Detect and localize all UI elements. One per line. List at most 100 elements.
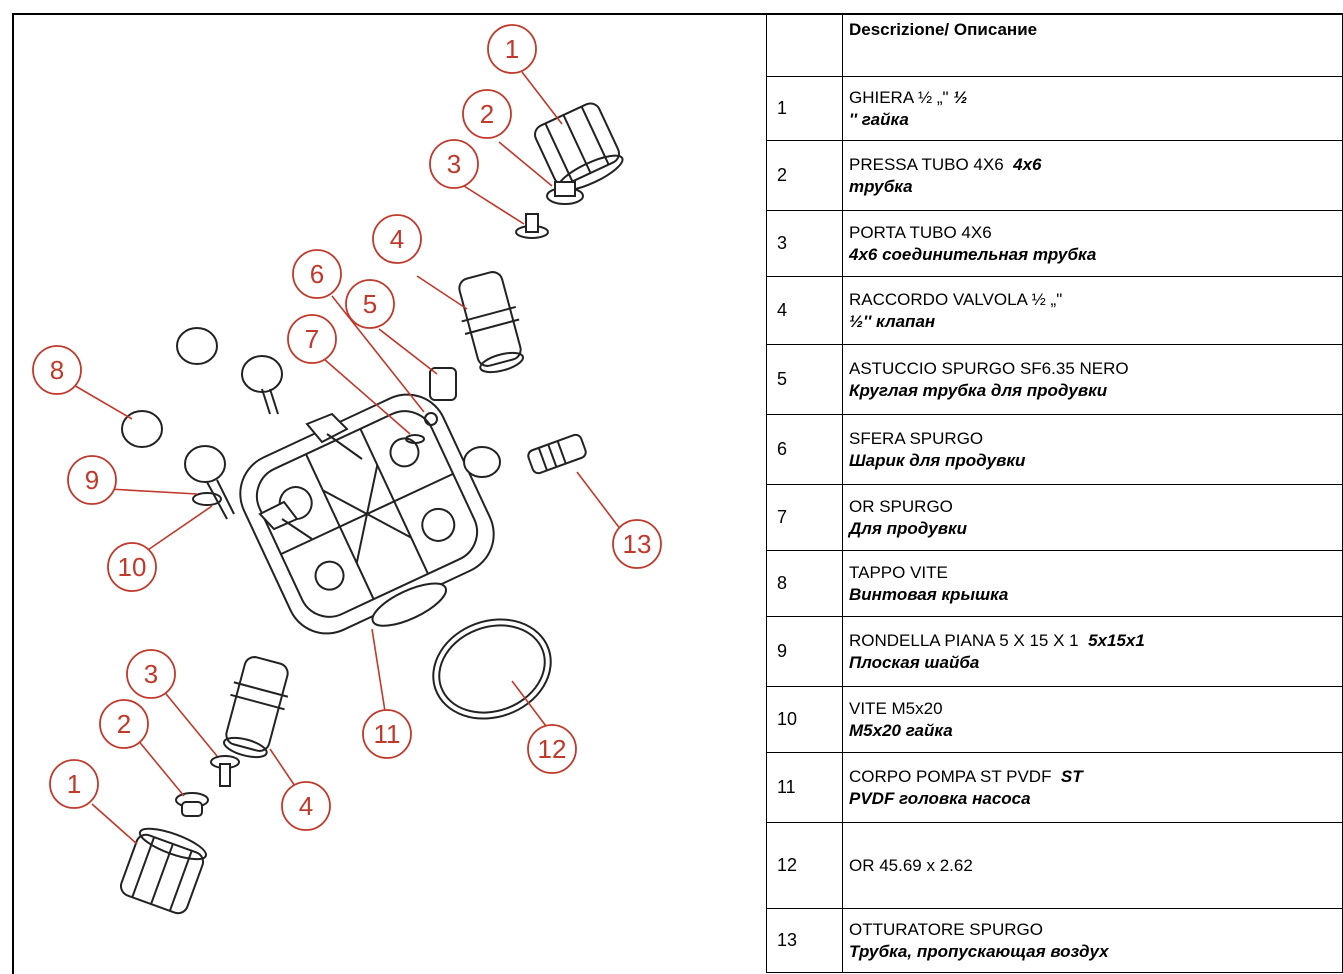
callout-5 <box>345 279 395 329</box>
table-header: Descrizione/ Описание <box>842 14 1343 77</box>
callout-13 <box>612 519 662 569</box>
description-it: GHIERA ½ „" <box>849 87 949 107</box>
callout-label: 4 <box>299 791 313 821</box>
row-description: SFERA SPURGO Шарик для продувки <box>842 414 1343 485</box>
row-description: RONDELLA PIANA 5 X 15 X 1 5x15x1 Плоская… <box>842 616 1343 687</box>
description-ru: Винтовая крышка <box>849 584 1009 604</box>
callout-8 <box>32 345 82 395</box>
row-number: 4 <box>766 276 843 345</box>
callout-2-top <box>462 89 512 139</box>
row-description: ASTUCCIO SPURGO SF6.35 NERO Круглая труб… <box>842 344 1343 415</box>
callout-label: 2 <box>480 99 494 129</box>
callout-2-bottom <box>99 699 149 749</box>
row-number: 7 <box>766 484 843 551</box>
callout-label: 4 <box>390 224 404 254</box>
description-ru: Круглая трубка для продувки <box>849 380 1108 400</box>
description-it: OR 45.69 x 2.62 <box>849 855 973 875</box>
row-description: PRESSA TUBO 4X6 4x6 трубка <box>842 140 1343 211</box>
header-num-cell <box>766 14 843 77</box>
row-number: 2 <box>766 140 843 211</box>
callout-4-top <box>372 214 422 264</box>
description-it: VITE M5x20 <box>849 698 943 718</box>
row-description: PORTA TUBO 4X6 4x6 соединительная трубка <box>842 210 1343 277</box>
description-ru: ½'' клапан <box>849 311 936 331</box>
description-ru: Шарик для продувки <box>849 450 1026 470</box>
callout-label: 1 <box>67 769 81 799</box>
table-row: 12 OR 45.69 x 2.62 <box>766 822 1343 909</box>
table-row: 13 OTTURATORE SPURGO Трубка, пропускающа… <box>766 908 1343 973</box>
row-number: 1 <box>766 76 843 141</box>
callout-label: 1 <box>505 34 519 64</box>
row-description: GHIERA ½ „" ½ '' гайка <box>842 76 1343 141</box>
callout-7 <box>287 314 337 364</box>
callout-6 <box>292 249 342 299</box>
description-it: ASTUCCIO SPURGO SF6.35 NERO <box>849 358 1129 378</box>
callout-label: 9 <box>85 465 99 495</box>
table-row: 9 RONDELLA PIANA 5 X 15 X 1 5x15x1 Плоск… <box>766 616 1343 687</box>
callout-label: 2 <box>117 709 131 739</box>
description-ru-inline: 4x6 <box>1013 154 1042 174</box>
table-row: 6 SFERA SPURGO Шарик для продувки <box>766 414 1343 485</box>
frame-left-line-bottom <box>12 955 14 974</box>
table-header-row: Descrizione/ Описание <box>766 14 1343 77</box>
table-row: 3 PORTA TUBO 4X6 4x6 соединительная труб… <box>766 210 1343 277</box>
row-number: 12 <box>766 822 843 909</box>
callout-1-bottom <box>49 759 99 809</box>
description-ru: PVDF головка насоса <box>849 788 1031 808</box>
callout-12 <box>527 724 577 774</box>
description-ru: M5x20 гайка <box>849 720 953 740</box>
row-number: 3 <box>766 210 843 277</box>
callout-label: 7 <box>305 324 319 354</box>
table-row: 5 ASTUCCIO SPURGO SF6.35 NERO Круглая тр… <box>766 344 1343 415</box>
row-description: TAPPO VITE Винтовая крышка <box>842 550 1343 617</box>
table-row: 7 OR SPURGO Для продувки <box>766 484 1343 551</box>
table-row: 11 CORPO POMPA ST PVDF ST PVDF головка н… <box>766 752 1343 823</box>
callout-label: 11 <box>374 719 401 749</box>
row-description: VITE M5x20 M5x20 гайка <box>842 686 1343 753</box>
table-row: 8 TAPPO VITE Винтовая крышка <box>766 550 1343 617</box>
row-description: RACCORDO VALVOLA ½ „" ½'' клапан <box>842 276 1343 345</box>
row-number: 11 <box>766 752 843 823</box>
description-ru: Для продувки <box>849 518 967 538</box>
callout-11 <box>362 709 412 759</box>
table-row: 10 VITE M5x20 M5x20 гайка <box>766 686 1343 753</box>
description-it: PORTA TUBO 4X6 <box>849 222 992 242</box>
parts-table: Descrizione/ Описание 1 GHIERA ½ „" ½ ''… <box>766 14 1343 973</box>
pump-body <box>239 393 495 635</box>
callout-label: 5 <box>363 289 377 319</box>
description-ru-inline: 5x15x1 <box>1088 630 1145 650</box>
row-number: 8 <box>766 550 843 617</box>
callout-label: 3 <box>447 149 461 179</box>
callout-label: 3 <box>144 659 158 689</box>
row-number: 5 <box>766 344 843 415</box>
description-ru: Плоская шайба <box>849 652 980 672</box>
callout-10 <box>107 542 157 592</box>
row-number: 6 <box>766 414 843 485</box>
description-ru: 4x6 соединительная трубка <box>849 244 1097 264</box>
callout-1-top <box>487 24 537 74</box>
callout-label: 6 <box>310 259 324 289</box>
callout-label: 10 <box>118 552 147 582</box>
description-it: PRESSA TUBO 4X6 <box>849 154 1004 174</box>
row-description: OTTURATORE SPURGO Трубка, пропускающая в… <box>842 908 1343 973</box>
description-it: OTTURATORE SPURGO <box>849 919 1043 939</box>
table-row: 1 GHIERA ½ „" ½ '' гайка <box>766 76 1343 141</box>
description-ru-inline: ½ <box>953 87 968 107</box>
row-number: 10 <box>766 686 843 753</box>
callout-4-bottom <box>281 781 331 831</box>
description-ru: Трубка, пропускающая воздух <box>849 941 1109 961</box>
description-ru-inline: ST <box>1060 766 1083 786</box>
row-number: 13 <box>766 908 843 973</box>
description-ru: трубка <box>849 176 913 196</box>
description-it: OR SPURGO <box>849 496 953 516</box>
callout-3-bottom <box>126 649 176 699</box>
description-it: RONDELLA PIANA 5 X 15 X 1 <box>849 630 1079 650</box>
callout-label: 8 <box>50 355 64 385</box>
table-row: 4 RACCORDO VALVOLA ½ „" ½'' клапан <box>766 276 1343 345</box>
description-it: TAPPO VITE <box>849 562 948 582</box>
row-description: OR SPURGO Для продувки <box>842 484 1343 551</box>
exploded-view-drawing: 1 2 3 4 5 6 7 8 9 10 13 11 12 3 2 1 4 <box>12 14 766 972</box>
description-it: SFERA SPURGO <box>849 428 984 448</box>
callout-9 <box>67 455 117 505</box>
